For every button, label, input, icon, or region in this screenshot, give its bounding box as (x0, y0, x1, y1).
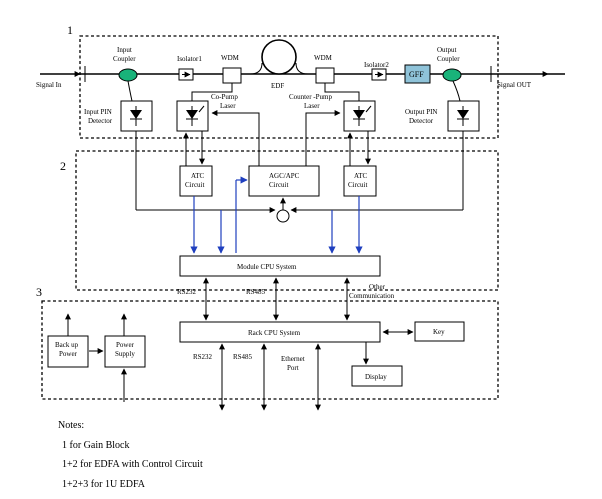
ethernet-label: Ethernet (281, 355, 305, 363)
section-2-frame (75, 150, 499, 291)
atc-2-label: ATC (354, 172, 368, 180)
input-coupler-label-2: Coupler (113, 55, 136, 63)
note-3: 1+2+3 for 1U EDFA (62, 479, 146, 490)
display-label: Display (365, 373, 387, 381)
rs232-bottom-label: RS232 (193, 353, 213, 361)
input-pin-detector (120, 100, 153, 132)
atc-2-label-2: Circuit (348, 181, 367, 189)
wdm-1 (222, 67, 242, 84)
counter-pump-label: Counter -Pump (289, 93, 332, 101)
section-2-label: 2 (60, 159, 66, 173)
backup-power-label: Back up (55, 341, 79, 349)
isolator-2-label: Isolator2 (364, 61, 389, 69)
input-pin-label-2: Detector (88, 117, 113, 125)
rs485-bottom-label: RS485 (233, 353, 253, 361)
rack-cpu-label: Rack CPU System (248, 329, 301, 337)
agc-apc-circuit (248, 165, 320, 197)
input-coupler-label: Input (117, 46, 132, 54)
rack-cpu-system (179, 321, 381, 343)
atc-circuit-2 (343, 165, 377, 197)
output-coupler-label: Output (437, 46, 457, 54)
isolator-1-label: Isolator1 (177, 55, 202, 63)
module-cpu-label: Module CPU System (237, 263, 297, 271)
section-1-frame (79, 35, 499, 139)
note-2: 1+2 for EDFA with Control Circuit (62, 459, 203, 470)
wdm-1-label: WDM (221, 54, 240, 62)
power-supply-box (104, 335, 146, 368)
output-coupler-label-2: Coupler (437, 55, 460, 63)
edf-label: EDF (271, 82, 284, 90)
section-3-label: 3 (36, 285, 42, 299)
atc-1-label-2: Circuit (185, 181, 204, 189)
section-1-label: 1 (67, 23, 73, 37)
rs232-top-label: RS232 (177, 288, 197, 296)
summing-node (276, 209, 290, 223)
output-pin-label-2: Detector (409, 117, 434, 125)
other-comm-label: Other (369, 283, 386, 291)
gff-filter (404, 64, 431, 84)
output-coupler (442, 68, 462, 82)
output-pin-detector (447, 100, 480, 132)
atc-1-label: ATC (191, 172, 205, 180)
notes-title: Notes: (58, 420, 84, 431)
edf-coil (261, 39, 297, 75)
co-pump-label-2: Laser (220, 102, 236, 110)
counter-pump-label-2: Laser (304, 102, 320, 110)
section-3-frame (41, 300, 499, 400)
gff-label: GFF (409, 70, 424, 79)
input-coupler (118, 68, 138, 82)
key-box (414, 321, 465, 342)
key-label: Key (433, 328, 445, 336)
wdm-2-label: WDM (314, 54, 333, 62)
power-supply-label-2: Supply (115, 350, 135, 358)
backup-power-label-2: Power (59, 350, 78, 358)
co-pump-laser (176, 100, 209, 132)
wdm-2 (315, 67, 335, 84)
input-pin-label: Input PIN (84, 108, 112, 116)
other-comm-label-2: Communication (349, 292, 395, 300)
co-pump-label: Co-Pump (211, 93, 238, 101)
signal-out-label: Signal OUT (497, 81, 532, 89)
module-cpu-system (179, 255, 381, 277)
counter-pump-laser (343, 100, 376, 132)
signal-in-label: Signal In (36, 81, 62, 89)
note-1: 1 for Gain Block (62, 440, 130, 451)
backup-power-box (47, 335, 89, 368)
display-box (351, 365, 403, 387)
atc-circuit-1 (179, 165, 213, 197)
power-supply-label: Power (116, 341, 135, 349)
ethernet-label-2: Port (287, 364, 299, 372)
rs485-top-label: RS485 (246, 288, 266, 296)
agc-label: AGC/APC (269, 172, 300, 180)
agc-label-2: Circuit (269, 181, 288, 189)
output-pin-label: Output PIN (405, 108, 437, 116)
